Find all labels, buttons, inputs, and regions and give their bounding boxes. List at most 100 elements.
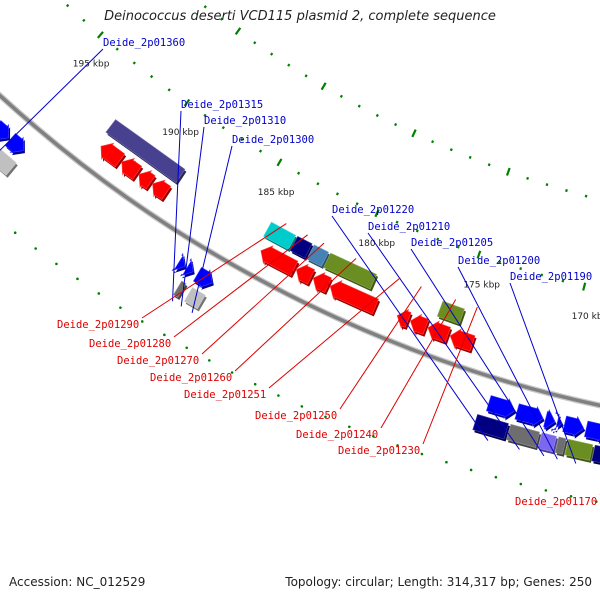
reverse-cds-arrow[interactable] [121,158,143,180]
ruler-label: 190 kbp [162,128,199,138]
gene-label-forward[interactable]: Deide_2p01315 [181,99,263,111]
forward-cds-arrow[interactable] [0,120,9,140]
gene-feature[interactable] [591,444,600,469]
feature-block[interactable] [506,423,540,448]
gene-feature[interactable] [449,328,477,354]
gene-feature[interactable] [306,244,331,269]
gene-feature[interactable] [100,142,127,170]
feature-block[interactable] [554,436,567,455]
gene-feature[interactable] [410,313,431,337]
gene-label-forward[interactable]: Deide_2p01190 [510,271,592,283]
gene-feature[interactable] [323,252,379,292]
gene-label-forward[interactable]: Deide_2p01200 [458,255,540,267]
gene-feature[interactable] [4,132,25,156]
feature-block[interactable] [105,119,186,184]
forward-cds-arrow[interactable] [180,257,194,277]
label-leader-line [380,299,457,429]
minor-tick [375,113,379,118]
gene-label-forward[interactable]: Deide_2p01205 [411,237,493,249]
accession-text: Accession: NC_012529 [9,575,146,589]
label-leader-line [331,215,489,441]
minor-tick [115,47,119,51]
gene-feature[interactable] [183,287,207,312]
major-tick [505,167,511,176]
gene-feature[interactable] [506,423,542,451]
gene-label-reverse[interactable]: Deide_2p01170 [515,496,597,508]
gene-feature[interactable] [564,438,595,463]
gene-label-forward[interactable]: Deide_2p01210 [368,221,450,233]
minor-tick [544,489,548,492]
gene-feature[interactable] [105,119,187,186]
feature-block[interactable] [591,444,600,467]
major-tick [374,209,380,218]
gene-feature[interactable] [152,179,173,203]
reverse-cds-arrow[interactable] [296,263,316,285]
minor-tick [221,125,225,130]
minor-tick [449,148,453,152]
gene-feature[interactable] [180,257,195,279]
gene-label-forward[interactable]: Deide_2p01310 [204,115,286,127]
gene-feature[interactable] [554,436,568,457]
gene-feature[interactable] [543,408,557,432]
ruler-label: 170 kbp [572,312,600,322]
gene-feature[interactable] [584,420,600,445]
gene-label-reverse[interactable]: Deide_2p01280 [89,338,171,350]
minor-tick [526,176,530,180]
gene-feature[interactable] [296,263,317,287]
reverse-cds-arrow[interactable] [449,328,476,352]
gene-feature[interactable] [537,432,558,455]
feature-block[interactable] [537,432,557,453]
forward-cds-arrow[interactable] [4,132,24,154]
gene-feature[interactable] [436,300,466,327]
feature-block[interactable] [0,134,17,176]
label-leader-line [180,126,205,307]
gene-feature[interactable] [562,415,586,439]
gene-feature[interactable] [138,170,157,192]
sequence-summary: Topology: circular; Length: 314,317 bp; … [285,575,592,589]
minor-tick [277,394,280,397]
minor-tick [163,333,166,337]
gene-label-forward[interactable]: Deide_2p01300 [232,134,314,146]
gene-feature[interactable] [514,403,545,429]
gene-label-reverse[interactable]: Deide_2p01251 [184,389,266,401]
gene-label-reverse[interactable]: Deide_2p01230 [338,445,420,457]
gene-feature[interactable] [0,120,11,143]
reverse-cds-arrow[interactable] [100,142,126,168]
gene-label-reverse[interactable]: Deide_2p01240 [296,429,378,441]
minor-tick [431,140,435,144]
gene-label-forward[interactable]: Deide_2p01360 [103,37,185,49]
minor-tick [316,182,320,186]
forward-cds-arrow[interactable] [584,420,600,443]
reverse-cds-arrow[interactable] [410,313,429,335]
gene-label-reverse[interactable]: Deide_2p01260 [150,372,232,384]
forward-cds-arrow[interactable] [192,266,213,288]
gene-feature[interactable] [173,280,188,300]
gene-feature[interactable] [312,271,333,295]
feature-block[interactable] [323,252,377,290]
feature-block[interactable] [472,414,509,440]
gene-label-forward[interactable]: Deide_2p01220 [332,204,414,216]
gene-label-reverse[interactable]: Deide_2p01250 [255,410,337,422]
reverse-cds-arrow[interactable] [138,170,156,190]
reverse-cds-arrow[interactable] [312,271,332,293]
feature-block[interactable] [183,287,206,310]
feature-block[interactable] [564,438,594,461]
feature-block[interactable] [306,244,330,267]
gene-label-reverse[interactable]: Deide_2p01290 [57,319,139,331]
gene-feature[interactable] [260,245,300,278]
reverse-cds-arrow[interactable] [260,245,299,276]
gene-feature[interactable] [472,414,510,442]
major-tick [582,282,587,291]
minor-tick [258,149,263,153]
gene-label-reverse[interactable]: Deide_2p01270 [117,355,199,367]
gene-feature[interactable] [192,266,214,290]
gene-feature[interactable] [0,134,18,178]
gene-feature[interactable] [289,235,314,261]
sequence-backbone [0,93,600,408]
forward-cds-arrow[interactable] [543,408,556,430]
gene-feature[interactable] [121,158,144,182]
label-leader-line [268,277,401,389]
forward-cds-arrow[interactable] [514,403,544,427]
reverse-cds-arrow[interactable] [152,179,172,201]
feature-block[interactable] [436,300,465,325]
